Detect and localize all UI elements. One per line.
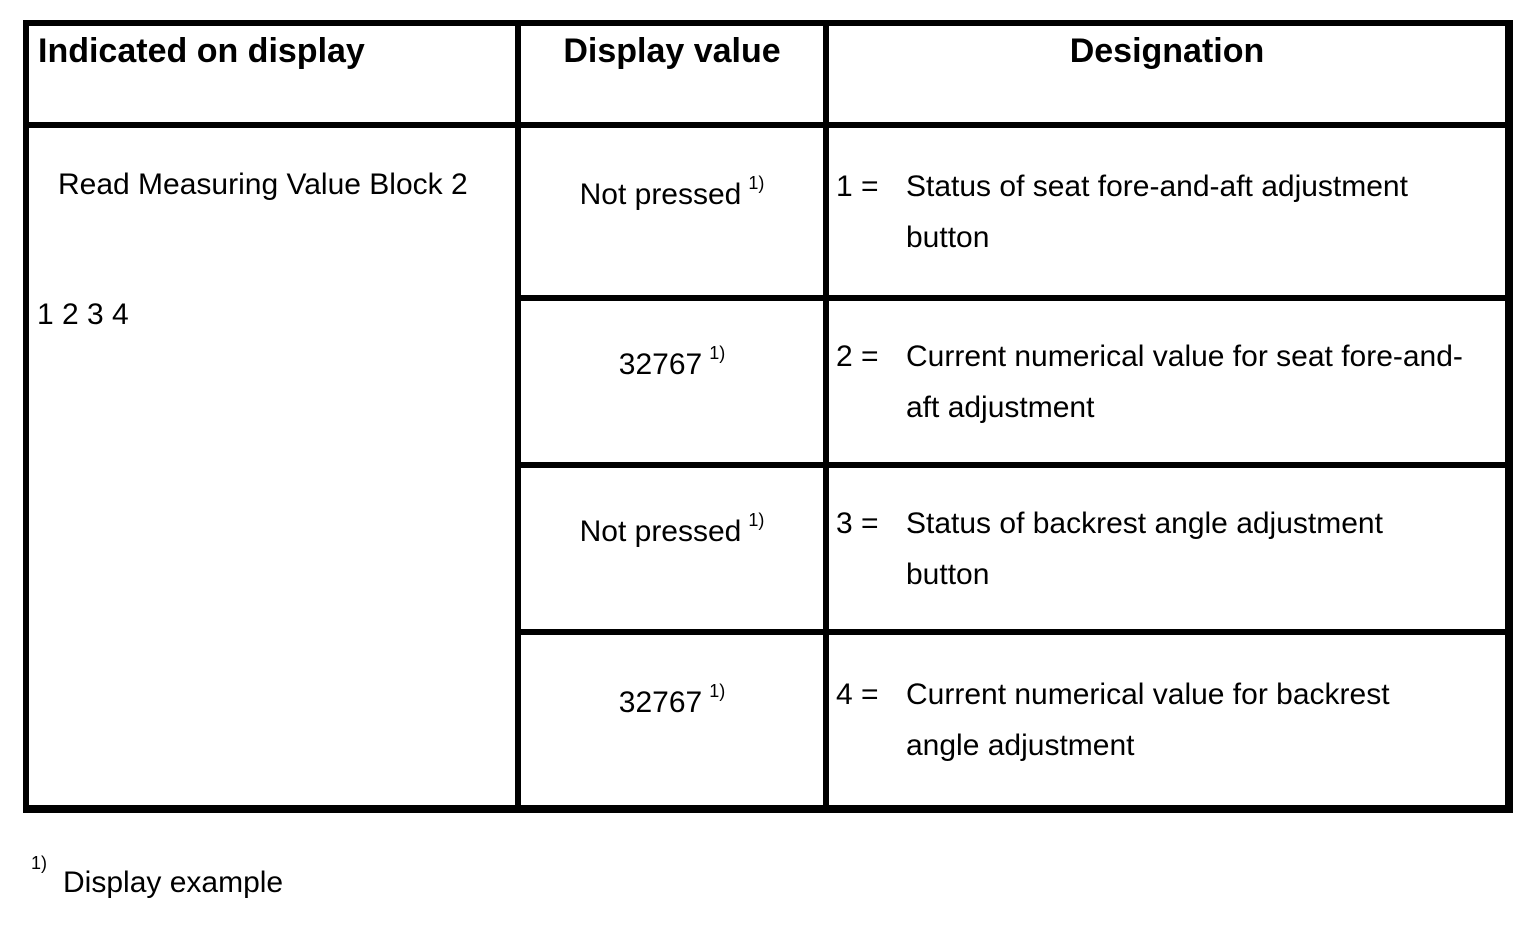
designation-cell-row3: 3 = Status of backrest angle adjustment … <box>829 468 1505 635</box>
designation-line1: Status of seat fore-and-aft adjustment <box>906 169 1408 203</box>
display-value-cell-row1: Not pressed 1) <box>521 128 829 301</box>
designation-number: 1 = <box>836 169 879 203</box>
designation-line2: angle adjustment <box>906 729 1135 762</box>
display-value-text: Not pressed <box>579 177 742 211</box>
footnote-ref: 1) <box>748 172 765 193</box>
designation-number: 2 = <box>836 339 879 373</box>
display-value-text: 32767 <box>618 347 703 381</box>
designation-line2: aft adjustment <box>906 390 1095 424</box>
measuring-block-fields: 1 2 3 4 <box>37 298 129 331</box>
display-value-cell-row4: 32767 1) <box>521 635 829 805</box>
designation-number: 3 = <box>836 506 879 540</box>
footnote-ref: 1) <box>748 509 765 530</box>
designation-line2: button <box>906 557 990 591</box>
designation-cell-row1: 1 = Status of seat fore-and-aft adjustme… <box>829 128 1505 301</box>
footnote-ref: 1) <box>709 681 726 701</box>
measuring-block-title: Read Measuring Value Block 2 <box>58 168 468 201</box>
designation-line2: button <box>906 220 990 254</box>
footnote-marker: 1) <box>31 853 48 873</box>
designation-number: 4 = <box>836 678 879 711</box>
measuring-value-block-table: Indicated on display Display value Desig… <box>23 20 1513 813</box>
display-value-text: Not pressed <box>579 514 742 548</box>
footnote-ref: 1) <box>709 342 726 363</box>
designation-line1: Current numerical value for backrest <box>906 678 1390 711</box>
col-header-indicated-on-display: Indicated on display <box>29 26 521 128</box>
designation-line1: Status of backrest angle adjustment <box>906 506 1383 540</box>
col-header-designation: Designation <box>829 26 1505 128</box>
designation-cell-row4: 4 = Current numerical value for backrest… <box>829 635 1505 805</box>
designation-cell-row2: 2 = Current numerical value for seat for… <box>829 301 1505 468</box>
indicated-on-display-cell: Read Measuring Value Block 2 1 2 3 4 <box>29 128 521 805</box>
display-value-cell-row3: Not pressed 1) <box>521 468 829 635</box>
display-value-cell-row2: 32767 1) <box>521 301 829 468</box>
col-header-display-value: Display value <box>521 26 829 128</box>
footnote-text: Display example <box>63 866 284 899</box>
footnote: 1) Display example <box>31 853 284 901</box>
designation-line1: Current numerical value for seat fore-an… <box>906 339 1463 373</box>
display-value-text: 32767 <box>618 686 703 719</box>
